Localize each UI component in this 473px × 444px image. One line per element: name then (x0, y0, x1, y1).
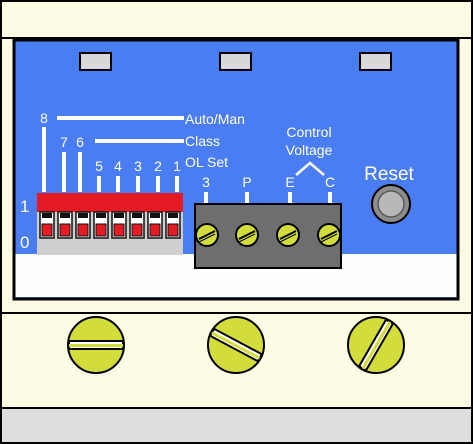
dip-switch-shadow (132, 213, 142, 218)
dip-switch-shadow (78, 213, 88, 218)
dip-switch-6[interactable] (75, 211, 91, 239)
terminal-block (194, 203, 342, 269)
dip-number-7: 7 (60, 134, 68, 150)
mounting-screw-slot (68, 340, 124, 350)
dip-switch-shadow (60, 213, 70, 218)
dip-switch-shadow (114, 213, 124, 218)
bottom-rail (0, 407, 473, 444)
terminal-screw-slot (320, 230, 338, 240)
terminal-label-p: P (242, 174, 251, 190)
dip-number-5: 5 (95, 158, 103, 174)
dip-number-3: 3 (134, 158, 142, 174)
mounting-screw-slot-fill (69, 344, 123, 347)
dip-number-6: 6 (76, 134, 84, 150)
mounting-screw (347, 316, 405, 374)
dip-switch-shadow (168, 213, 178, 218)
mounting-screw-slot-fill (361, 321, 392, 370)
mounting-screw-slot (208, 327, 264, 363)
reset-button-cap[interactable] (377, 190, 405, 218)
terminal-screw-slot-edge (198, 233, 216, 243)
dip-switch-lever[interactable] (41, 223, 53, 237)
dip-number-1: 1 (173, 158, 181, 174)
dip-switch-2[interactable] (147, 211, 163, 239)
terminal-label-c: C (325, 174, 335, 190)
terminal-screw-slot (238, 230, 256, 240)
dip-number-2: 2 (154, 158, 162, 174)
terminal-screw-e[interactable] (276, 223, 300, 247)
mounting-screw (67, 316, 125, 374)
dip-switch-lever[interactable] (77, 223, 89, 237)
mounting-screw (207, 316, 265, 374)
dip-number-8: 8 (40, 110, 48, 126)
dip-switch-7[interactable] (57, 211, 73, 239)
class-label: Class (185, 133, 220, 149)
label-leader-lines (42, 116, 332, 204)
dip-switch-number-labels: 8 7 6 5 4 3 2 1 (40, 110, 181, 174)
dip-number-4: 4 (114, 158, 122, 174)
dip-switch-shadow (42, 213, 52, 218)
dip-switch-lever[interactable] (95, 223, 107, 237)
reset-label: Reset (364, 164, 414, 185)
auto-man-label: Auto/Man (185, 111, 245, 127)
mounting-screw-slot-fill (211, 331, 261, 360)
terminal-screw-slot-edge (238, 233, 256, 243)
terminal-screw-3[interactable] (195, 223, 219, 247)
dip-switch-lever[interactable] (131, 223, 143, 237)
dip-switch-lever[interactable] (149, 223, 161, 237)
terminal-screw-slot (198, 230, 216, 240)
terminal-label-3: 3 (202, 174, 210, 190)
vent-slot (219, 52, 252, 71)
vent-slot (79, 52, 112, 71)
ol-set-label: OL Set (185, 154, 228, 170)
dip-switch-block (37, 193, 183, 255)
dip-switch-red-top (37, 193, 183, 212)
row-on-label: 1 (20, 197, 29, 216)
mounting-screw-slot (357, 318, 395, 372)
reset-button[interactable] (371, 184, 411, 224)
dip-switch-5[interactable] (93, 211, 109, 239)
dip-switch-shadow (96, 213, 106, 218)
dip-switch-lever[interactable] (113, 223, 125, 237)
dip-switch-lever[interactable] (167, 223, 179, 237)
terminal-screw-slot (279, 230, 297, 240)
dip-switch-lever[interactable] (59, 223, 71, 237)
row-off-label: 0 (20, 233, 29, 252)
dip-switch-4[interactable] (111, 211, 127, 239)
terminal-screw-slot-edge (320, 233, 338, 243)
terminal-screw-slot-edge (279, 233, 297, 243)
terminal-label-e: E (285, 174, 294, 190)
terminal-screw-c[interactable] (317, 223, 341, 247)
dip-switch-1[interactable] (165, 211, 181, 239)
control-voltage-label-line1: Control (286, 124, 331, 140)
terminal-screw-p[interactable] (235, 223, 259, 247)
terminal-block-body (194, 203, 342, 269)
dip-switch-shadow (150, 213, 160, 218)
control-voltage-label-line2: Voltage (286, 142, 333, 158)
dip-switch-3[interactable] (129, 211, 145, 239)
vent-slot (359, 52, 392, 71)
dip-switch-8[interactable] (39, 211, 55, 239)
